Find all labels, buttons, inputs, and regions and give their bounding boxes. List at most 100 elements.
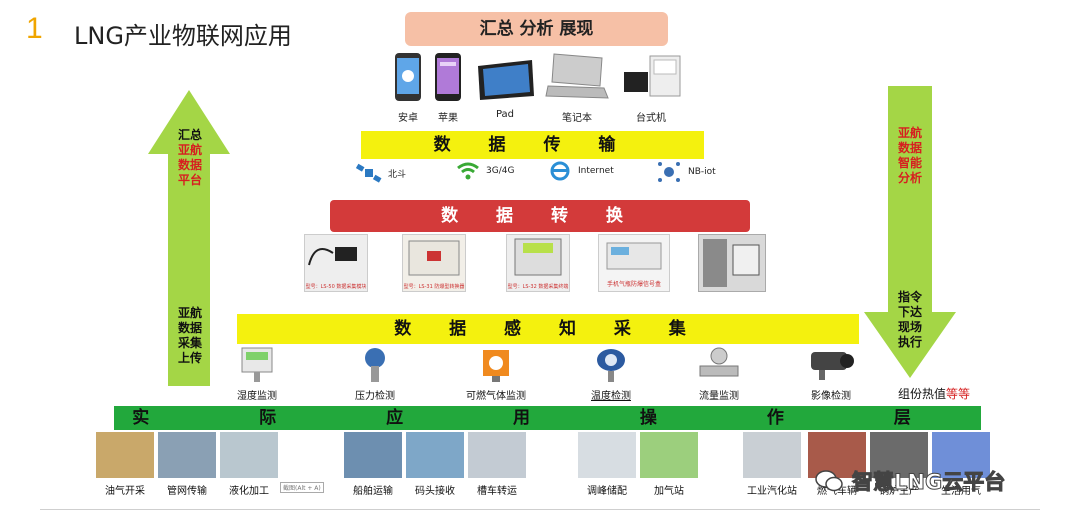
page-title: LNG产业物联网应用 xyxy=(74,16,292,51)
watermark: 智慧LNG云平台 xyxy=(814,466,1005,496)
desktop-icon xyxy=(620,52,682,102)
calorific-main: 组份热值 xyxy=(898,387,946,401)
lcd-terminal-image xyxy=(507,235,569,279)
iot-hub-icon xyxy=(656,160,682,184)
left-arrow-platform: 亚航 数据 平台 xyxy=(166,143,214,188)
temperature-sensor-icon xyxy=(590,346,632,384)
sensor-label: 流量监测 xyxy=(688,387,750,402)
scene-label: 工业汽化站 xyxy=(738,482,806,497)
converter-caption: 型号：LS-31 防爆型转换器 xyxy=(403,283,465,290)
converter-photo: 型号：LS-50 数据采集模块 xyxy=(304,234,368,292)
network-internet: Internet xyxy=(548,160,614,182)
scene-label: 船舶运输 xyxy=(342,482,404,497)
screenshot-tooltip: 截图(Alt + A) xyxy=(280,482,324,493)
calorific-accent: 等等 xyxy=(946,387,970,401)
iphone-icon xyxy=(434,52,462,102)
ship-image xyxy=(344,432,402,478)
sensor-flow: 流量监测 xyxy=(688,346,750,402)
device-label: 台式机 xyxy=(618,109,684,124)
satellite-icon xyxy=(356,162,382,184)
oil-extraction-image xyxy=(96,432,154,478)
laptop-icon xyxy=(544,52,610,102)
converter-photo: 型号：LS-32 数据采集终端 xyxy=(506,234,570,292)
converter-photo: 型号：LS-31 防爆型转换器 xyxy=(402,234,466,292)
network-beidou: 北斗 xyxy=(356,162,406,184)
wifi-signal-icon xyxy=(456,160,480,182)
scene-label: 调峰储配 xyxy=(576,482,638,497)
liquefaction-plant-image xyxy=(220,432,278,478)
converter-photo: 手机气瓶防爆信号盒 xyxy=(598,234,670,292)
pipeline-image xyxy=(158,432,216,478)
gas-detector-icon xyxy=(475,346,517,384)
scene-item: 管网传输 xyxy=(156,432,218,497)
scene-item: 油气开采 xyxy=(94,432,156,497)
camera-icon xyxy=(805,346,857,384)
converter-caption: 型号：LS-50 数据采集模块 xyxy=(305,283,367,290)
scene-item: 船舶运输 xyxy=(342,432,404,497)
signal-box-image xyxy=(599,235,669,275)
scene-label: 油气开采 xyxy=(94,482,156,497)
left-arrow-top-text: 汇总 亚航 数据 平台 xyxy=(166,128,214,188)
device-label: 安卓 xyxy=(388,109,428,124)
bottom-divider xyxy=(40,509,1040,510)
device-label: 苹果 xyxy=(428,109,468,124)
converter-caption: 型号：LS-32 数据采集终端 xyxy=(507,283,569,290)
right-arrow-top-text: 亚航 数据 智能 分析 xyxy=(886,126,934,186)
sensor-label: 压力检测 xyxy=(344,387,406,402)
sensor-gas: 可燃气体监测 xyxy=(456,346,536,402)
sensor-module-image xyxy=(305,235,367,279)
device-desktop: 台式机 xyxy=(618,52,684,124)
network-3g4g: 3G/4G xyxy=(456,160,514,182)
network-label: Internet xyxy=(578,166,614,176)
sensor-humidity: 湿度监测 xyxy=(226,346,288,402)
android-phone-icon xyxy=(394,52,422,102)
scene-item: 调峰储配 xyxy=(576,432,638,497)
network-label: 3G/4G xyxy=(486,166,514,176)
scene-label: 管网传输 xyxy=(156,482,218,497)
flowmeter-icon xyxy=(696,346,742,384)
internet-explorer-icon xyxy=(548,160,572,182)
sensor-label: 可燃气体监测 xyxy=(456,387,536,402)
scene-item: 工业汽化站 xyxy=(738,432,806,497)
scene-item: 槽车转运 xyxy=(466,432,528,497)
device-android: 安卓 xyxy=(388,52,428,124)
application-layer-bar: 实 际 应 用 操 作 层 xyxy=(114,406,981,430)
scene-label: 液化加工 xyxy=(218,482,280,497)
tanker-truck-image xyxy=(468,432,526,478)
storage-tank-image xyxy=(578,432,636,478)
vaporization-station-image xyxy=(743,432,801,478)
section-number: 1 xyxy=(26,12,43,46)
scene-item: 液化加工 xyxy=(218,432,280,497)
scene-label: 槽车转运 xyxy=(466,482,528,497)
summary-box: 汇总 分析 展现 xyxy=(405,12,668,46)
calorific-label: 组份热值等等 xyxy=(898,385,970,402)
left-arrow-summary: 汇总 xyxy=(166,128,214,143)
scene-item: 加气站 xyxy=(638,432,700,497)
tablet-icon xyxy=(474,58,536,102)
sensor-camera: 影像检测 xyxy=(800,346,862,402)
scene-item: 码头接收 xyxy=(404,432,466,497)
terminal-image xyxy=(406,432,464,478)
scene-label: 加气站 xyxy=(638,482,700,497)
device-pad: Pad xyxy=(472,58,538,120)
sensor-temperature: 温度检测 xyxy=(580,346,642,402)
scene-label: 码头接收 xyxy=(404,482,466,497)
cabinet-image xyxy=(699,235,765,291)
pressure-transmitter-icon xyxy=(354,346,396,384)
humidity-sensor-icon xyxy=(236,346,278,384)
watermark-text: 智慧LNG云平台 xyxy=(852,466,1005,496)
network-nbiot: NB-iot xyxy=(656,160,716,184)
converter-photo xyxy=(698,234,766,292)
network-label: 北斗 xyxy=(388,167,406,180)
sensor-label: 湿度监测 xyxy=(226,387,288,402)
converter-caption: 手机气瓶防爆信号盒 xyxy=(599,279,669,288)
device-label: Pad xyxy=(472,109,538,120)
device-laptop: 笔记本 xyxy=(542,52,612,124)
gas-station-image xyxy=(640,432,698,478)
right-arrow-bottom-text: 指令 下达 现场 执行 xyxy=(886,290,934,350)
network-label: NB-iot xyxy=(688,167,716,177)
sensor-label: 影像检测 xyxy=(800,387,862,402)
left-arrow-bottom-text: 亚航 数据 采集 上传 xyxy=(166,306,214,366)
data-sensing-bar: 数 据 感 知 采 集 xyxy=(237,314,859,344)
device-label: 笔记本 xyxy=(542,109,612,124)
